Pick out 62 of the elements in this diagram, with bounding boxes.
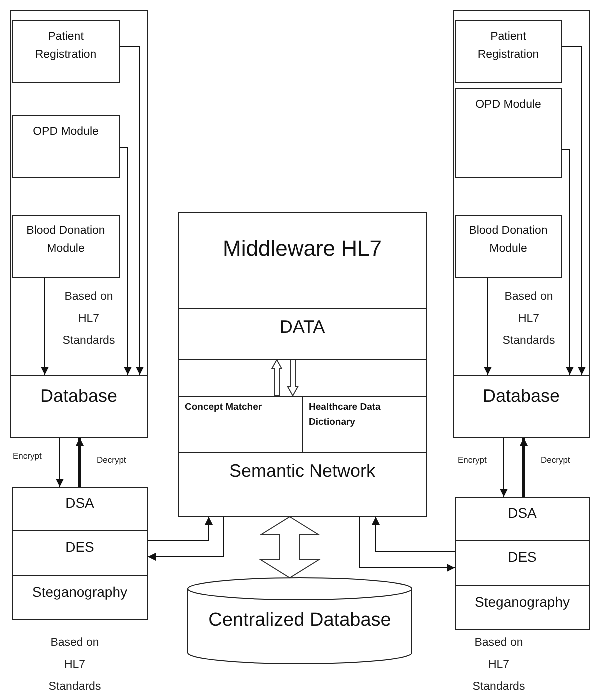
process-box <box>455 540 590 586</box>
node-label: Concept Matcher <box>185 401 262 415</box>
panel-box <box>453 10 590 438</box>
note-text: Based on HL7 Standards <box>472 636 526 695</box>
arrow <box>120 46 144 376</box>
node-label: DSA <box>66 494 94 513</box>
node-label: DES <box>508 548 537 567</box>
node-label: Steganography <box>32 583 128 602</box>
process-box <box>455 497 590 541</box>
edge-label: Decrypt <box>96 455 128 465</box>
edge-label: Encrypt <box>457 455 488 465</box>
edge-label: Encrypt <box>12 451 43 461</box>
arrow <box>484 278 492 376</box>
node-label: Centralized Database <box>208 609 392 633</box>
node-label: Database <box>482 385 560 408</box>
process-box <box>178 212 427 517</box>
arrow <box>76 438 84 487</box>
process-box <box>12 487 148 531</box>
arrow <box>562 46 586 376</box>
node-label: OPD Module <box>476 98 542 113</box>
node-label: Database <box>40 385 118 408</box>
edge-label: Decrypt <box>540 455 572 465</box>
block-arrow <box>259 516 321 579</box>
process-box <box>12 530 148 576</box>
node-label: DSA <box>508 504 537 523</box>
arrow <box>500 438 508 498</box>
node-label: Patient Registration <box>34 30 98 64</box>
node-label: Blood Donation Module <box>468 224 549 258</box>
arrow <box>562 150 574 376</box>
process-box <box>12 115 120 178</box>
node-label: DES <box>66 538 94 557</box>
node-label: DATA <box>280 316 326 339</box>
node-label: Steganography <box>475 593 570 612</box>
node-label: OPD Module <box>33 125 99 140</box>
process-box <box>455 585 590 630</box>
arrow <box>360 516 456 572</box>
arrow <box>372 516 456 552</box>
process-box <box>455 20 562 83</box>
panel-box <box>10 10 148 438</box>
process-box <box>455 215 562 278</box>
arrow <box>120 148 132 376</box>
node-label: Blood Donation Module <box>26 224 106 258</box>
arrow <box>148 516 213 542</box>
arrow <box>148 516 224 561</box>
block-arrow <box>287 360 299 398</box>
process-box <box>12 575 148 620</box>
block-arrow <box>271 358 283 396</box>
arrow <box>41 278 49 376</box>
node-label: Healthcare Data Dictionary <box>309 401 382 430</box>
node-label: Patient Registration <box>476 30 540 64</box>
note-text: Based on HL7 Standards <box>502 290 556 349</box>
note-text: Based on HL7 Standards <box>62 290 116 349</box>
arrow <box>56 438 64 488</box>
process-box <box>12 20 120 83</box>
process-box <box>178 308 427 360</box>
process-box <box>455 88 562 178</box>
note-text: Based on HL7 Standards <box>48 636 102 695</box>
database-cylinder <box>187 578 413 664</box>
node-label: Semantic Network <box>229 460 376 483</box>
node-label: Middleware HL7 <box>223 235 382 263</box>
process-box <box>12 215 120 278</box>
arrow <box>520 438 528 497</box>
